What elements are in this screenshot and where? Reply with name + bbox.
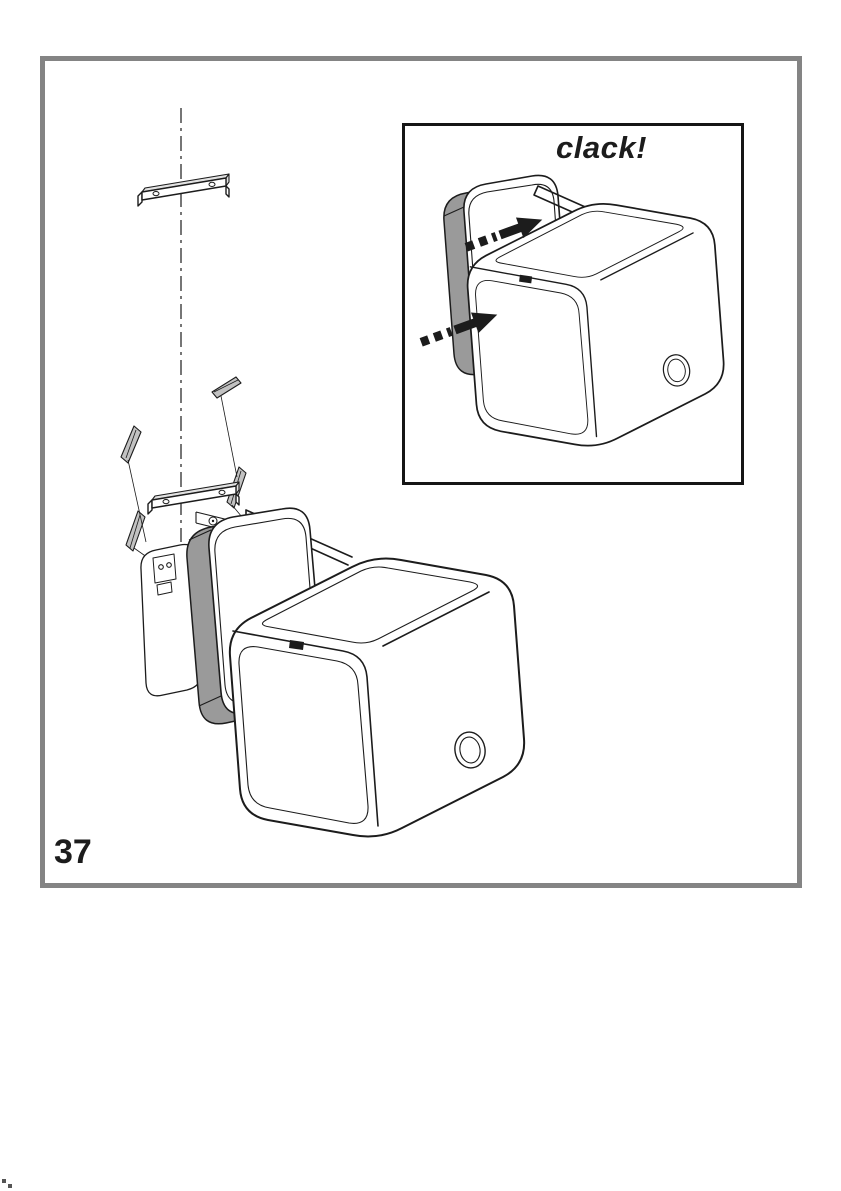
wall-bracket-upper (137, 173, 230, 207)
figure-number: 37 (54, 833, 92, 871)
print-registration-marks (2, 1179, 12, 1188)
wall-bracket-lower (147, 481, 240, 515)
wall-plate (140, 543, 203, 697)
anchor-wedges (120, 376, 248, 561)
exploded-view (120, 108, 526, 838)
clack-label: clack! (556, 130, 647, 165)
inset-view (417, 174, 725, 447)
